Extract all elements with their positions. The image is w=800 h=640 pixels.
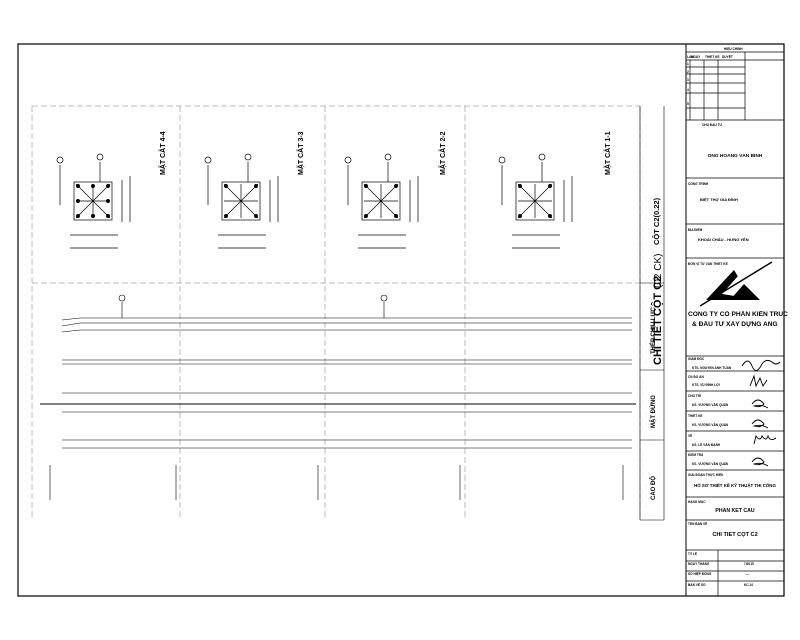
sheet-no-value: KC-10	[744, 583, 754, 587]
revision-row-3: 3	[687, 78, 689, 82]
checker-label: KIỂM TRA	[688, 453, 704, 457]
scale-label: TỶ LỆ	[688, 552, 698, 556]
date-label: NGÀY THÁNG	[688, 562, 710, 566]
revision-col-duyet: DUYỆT	[722, 55, 733, 59]
checker-name: KS. VƯƠNG VĂN QUÂN	[692, 462, 729, 466]
drafter-label: VẼ	[688, 434, 693, 438]
signature-director	[741, 359, 781, 371]
signature-drafter	[753, 434, 777, 445]
category-name: PHẦN KẾT CẤU	[715, 508, 755, 514]
signature-designer	[751, 419, 769, 429]
revision-col-lan: LẦN	[687, 55, 694, 59]
revision-row-2: 2	[687, 70, 689, 74]
designer-name: KS. VƯƠNG VĂN QUÂN	[692, 423, 729, 427]
sheet-no-label: BẢN VẼ SỐ	[688, 583, 706, 587]
lead-name: KS. VƯƠNG VĂN QUÂN	[692, 403, 729, 407]
company-logo	[699, 261, 773, 307]
vertical-drawing-title: CHI TIẾT CỘT C2	[651, 276, 664, 365]
designer-label: THIẾT KẾ	[688, 414, 703, 418]
vertical-drawing-title-suffix: (02 CK)	[653, 254, 664, 288]
row-label-elevation: MẶT ĐỨNG	[650, 395, 657, 428]
date-value: 7/2015	[744, 562, 754, 566]
revision-row-1: 1	[687, 62, 689, 66]
signature-chief	[749, 374, 768, 388]
location-label: ĐỊA ĐIỂM	[688, 228, 703, 232]
drawing-name: CHI TIẾT CỘT C2	[712, 532, 758, 538]
drafter-name: KS. LÊ VĂN MẠNH	[692, 443, 721, 447]
section-title-4-4: MẶT CẮT 4-4	[158, 131, 167, 175]
signatures	[741, 359, 781, 467]
signature-lead	[751, 399, 769, 409]
drawing-area	[31, 105, 665, 521]
lead-label: CHỦ TRÌ	[688, 394, 701, 398]
director-label: GIÁM ĐỐC	[688, 357, 705, 361]
section-4-4-view	[56, 153, 131, 249]
sheet-count-label: SỐ HIỆP ĐỒNG	[688, 572, 712, 576]
project-name: BIỆT THỰ GIA ĐÌNH	[700, 197, 738, 202]
sheet-count-value: ---	[746, 572, 750, 576]
chief-label: CN ĐỒ ÁN	[688, 375, 704, 379]
section-3-3-view	[204, 153, 279, 249]
owner-label: CHỦ ĐẦU TƯ	[702, 123, 723, 127]
owner-name: ÔNG HOÀNG VĂN BÌNH	[707, 154, 763, 159]
title-block-lines	[686, 51, 784, 596]
section-2-2-view	[344, 153, 419, 249]
revision-col-ngay: NGÀY	[691, 55, 701, 59]
revision-row-5: 5	[687, 102, 689, 106]
phase-label: GIAI ĐOẠN THỰC HIỆN	[688, 473, 724, 477]
company-line2: & ĐẦU TƯ XÂY DỰNG ANG	[692, 321, 778, 328]
row-label-level: CAO ĐỘ	[649, 476, 657, 500]
category-label: HẠNG MỤC	[688, 500, 706, 504]
signature-checker	[751, 457, 769, 467]
revision-header: HIỆU CHỈNH	[724, 47, 743, 51]
column-tag: CỘT C2(0.22)	[652, 197, 661, 245]
section-title-2-2: MẶT CẮT 2-2	[438, 131, 447, 175]
section-1-1-view	[498, 153, 573, 249]
row-label-rebar: THÉP CHỊU LỰC	[649, 306, 657, 354]
rebar-lines	[40, 294, 636, 449]
design-unit-label: ĐƠN VỊ TƯ VẤN THIẾT KẾ	[688, 262, 728, 266]
sheet-frame	[17, 43, 785, 597]
chief-name: KTS. VŨ ĐÌNH LỢI	[692, 383, 720, 387]
revision-col-thietke: THIẾT KẾ	[705, 55, 720, 59]
section-titles: MẶT CẮT 4-4 MẶT CẮT 3-3 MẶT CẮT 2-2 MẶT …	[158, 131, 664, 500]
level-marks	[49, 465, 624, 500]
company-line1: CÔNG TY CỔ PHẦN KIẾN TRÚC	[688, 311, 788, 318]
drawing-label: TÊN BẢN VẼ	[688, 522, 708, 526]
location-name: KHOÁI CHÂU - HƯNG YÊN	[698, 237, 749, 242]
title-block: HIỆU CHỈNH LẦN NGÀY THIẾT KẾ DUYỆT 1 2 3…	[686, 46, 788, 594]
column-sections	[56, 153, 573, 249]
section-title-3-3: MẶT CẮT 3-3	[296, 131, 305, 175]
project-label: CÔNG TRÌNH	[688, 182, 709, 186]
phase-name: HỒ SƠ THIẾT KẾ KỸ THUẬT THI CÔNG	[694, 483, 776, 488]
section-title-1-1: MẶT CẮT 1-1	[603, 131, 612, 175]
revision-row-4: 4	[687, 88, 689, 92]
director-name: KTS. NGUYỄN ANH TUẤN	[692, 366, 732, 370]
